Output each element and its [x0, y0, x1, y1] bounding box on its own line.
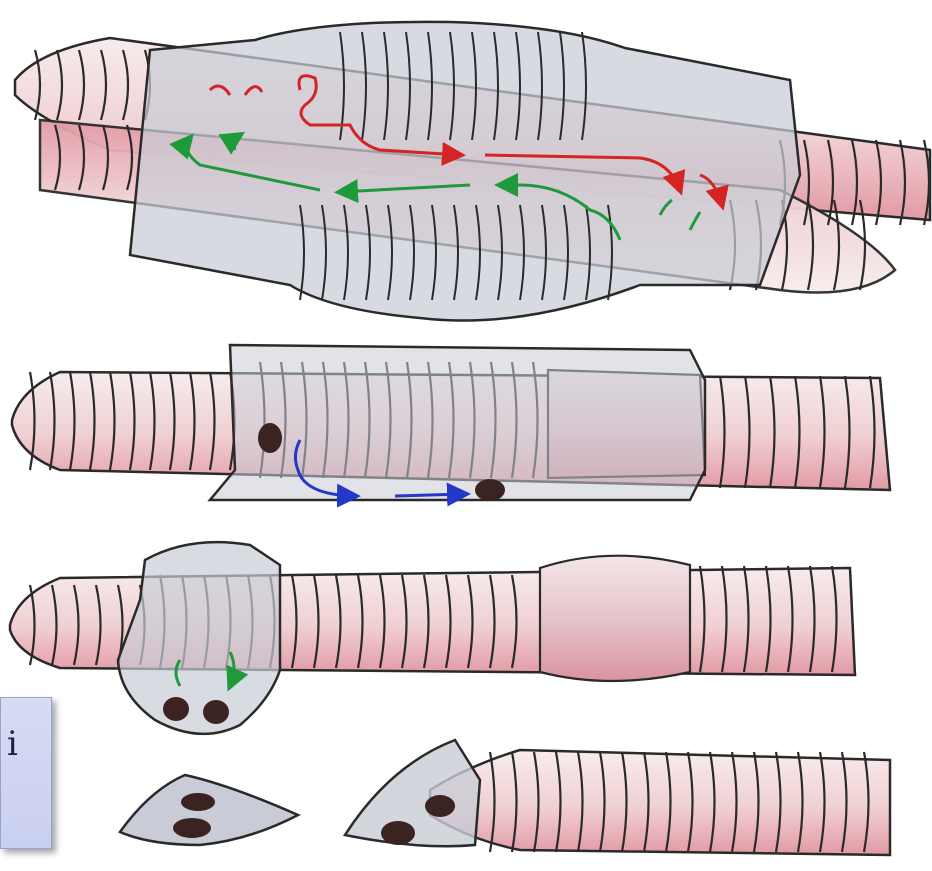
egg-2 [475, 479, 505, 501]
egg-3b [203, 700, 229, 724]
released-cocoon [120, 775, 298, 845]
cocoon-egg-1 [181, 793, 215, 811]
mucus-tube-2 [210, 345, 705, 500]
egg-1 [258, 423, 282, 453]
label-box-text: i [7, 724, 18, 764]
cocoon-forming-panel [10, 542, 855, 734]
clitellum-3 [540, 556, 690, 681]
leaving-egg-1 [425, 795, 455, 817]
cocoon-3 [118, 542, 280, 734]
egg-3a [163, 697, 189, 721]
egg-laying-panel [12, 345, 890, 501]
leaving-egg-2 [381, 821, 415, 845]
cropped-label-box: i [0, 697, 52, 849]
mating-panel [15, 22, 930, 321]
cocoon-released-panel [120, 740, 890, 855]
cocoon-egg-2 [173, 818, 211, 838]
egg-flow-arrow-2 [395, 494, 465, 496]
